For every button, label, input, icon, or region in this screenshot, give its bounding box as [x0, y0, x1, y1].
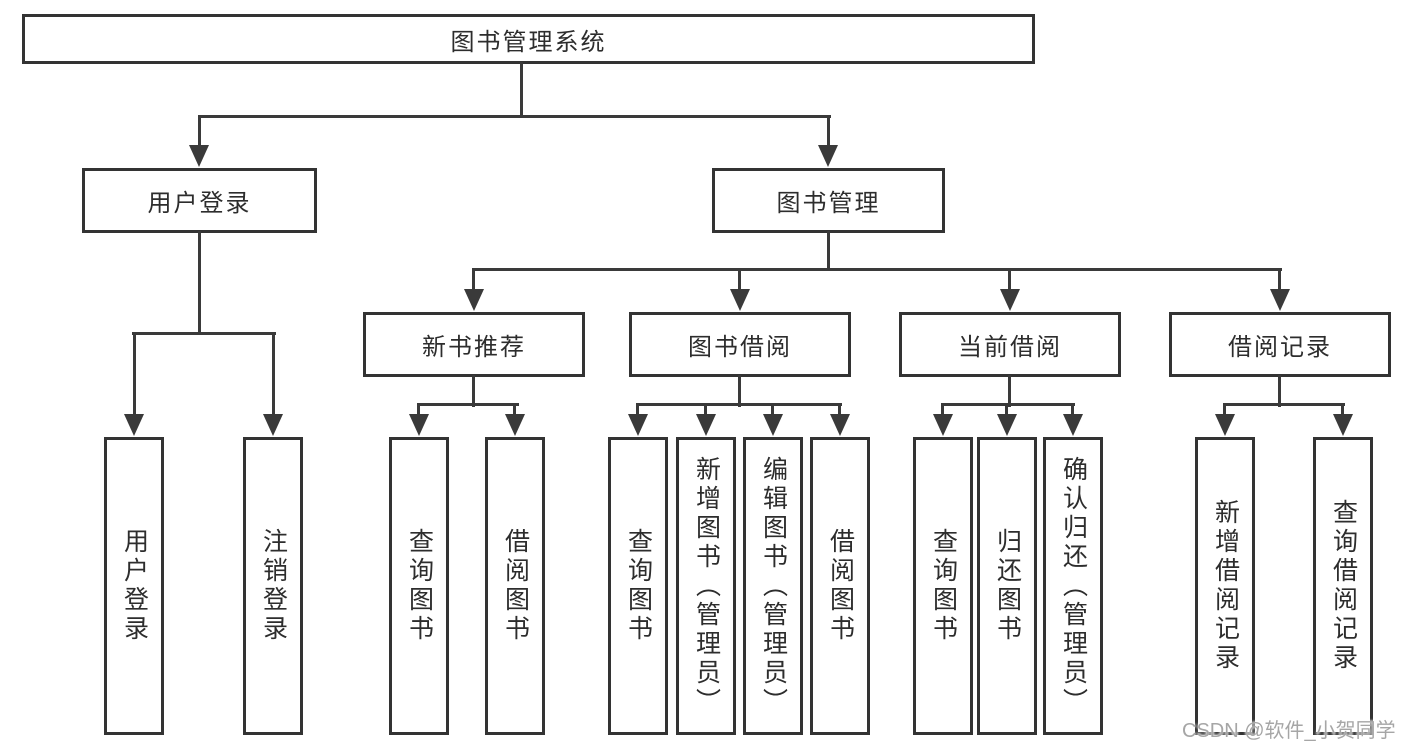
- leaf-label: 查询图书: [929, 528, 958, 644]
- arrow-down-icon: [997, 414, 1017, 436]
- connector-line: [520, 62, 523, 118]
- node-user-login: 用户登录: [82, 168, 317, 233]
- connector-line: [417, 403, 519, 406]
- arrow-down-icon: [189, 145, 209, 167]
- connector-line: [472, 268, 475, 294]
- leaf-edit-books-admin: 编辑图书（管理员）: [743, 437, 803, 735]
- arrow-down-icon: [505, 414, 525, 436]
- leaf-label: 借阅图书: [826, 528, 855, 644]
- node-book-management: 图书管理: [712, 168, 945, 233]
- connector-line: [1008, 268, 1011, 294]
- node-label: 当前借阅: [958, 334, 1062, 361]
- connector-line: [1223, 403, 1345, 406]
- connector-line: [198, 115, 831, 118]
- leaf-query-books-1: 查询图书: [389, 437, 449, 735]
- node-current-borrowing: 当前借阅: [899, 312, 1121, 377]
- connector-line: [1341, 403, 1344, 419]
- node-new-book-recommend: 新书推荐: [363, 312, 585, 377]
- arrow-down-icon: [1215, 414, 1235, 436]
- connector-line: [1278, 375, 1281, 407]
- node-book-borrowing: 图书借阅: [629, 312, 851, 377]
- leaf-confirm-return-admin: 确认归还（管理员）: [1043, 437, 1103, 735]
- leaf-query-borrow-record: 查询借阅记录: [1313, 437, 1373, 735]
- node-borrowing-records: 借阅记录: [1169, 312, 1391, 377]
- connector-line: [738, 268, 741, 294]
- arrow-down-icon: [1270, 289, 1290, 311]
- arrow-down-icon: [933, 414, 953, 436]
- arrow-down-icon: [409, 414, 429, 436]
- connector-line: [472, 268, 1282, 271]
- leaf-borrow-books-1: 借阅图书: [485, 437, 545, 735]
- leaf-borrow-books-2: 借阅图书: [810, 437, 870, 735]
- connector-line: [738, 375, 741, 407]
- leaf-label: 新增借阅记录: [1211, 499, 1240, 673]
- connector-line: [198, 115, 201, 149]
- node-label: 图书借阅: [688, 334, 792, 361]
- leaf-user-login: 用户登录: [104, 437, 164, 735]
- leaf-label: 确认归还（管理员）: [1059, 455, 1088, 717]
- node-label: 新书推荐: [422, 334, 526, 361]
- connector-line: [472, 375, 475, 407]
- arrow-down-icon: [818, 145, 838, 167]
- connector-line: [1005, 403, 1008, 419]
- node-label: 借阅记录: [1228, 334, 1332, 361]
- arrow-down-icon: [1063, 414, 1083, 436]
- connector-line: [1278, 268, 1281, 294]
- connector-line: [771, 403, 774, 419]
- connector-line: [827, 115, 830, 149]
- connector-line: [1223, 403, 1226, 419]
- leaf-return-books: 归还图书: [977, 437, 1037, 735]
- leaf-query-books-3: 查询图书: [913, 437, 973, 735]
- leaf-label: 查询图书: [624, 528, 653, 644]
- connector-line: [1008, 375, 1011, 407]
- arrow-down-icon: [1333, 414, 1353, 436]
- leaf-label: 新增图书（管理员）: [692, 455, 721, 717]
- leaf-label: 借阅图书: [501, 528, 530, 644]
- connector-line: [827, 231, 830, 271]
- node-library-management-system: 图书管理系统: [22, 14, 1035, 64]
- leaf-add-books-admin: 新增图书（管理员）: [676, 437, 736, 735]
- connector-line: [513, 403, 516, 419]
- arrow-down-icon: [628, 414, 648, 436]
- leaf-label: 编辑图书（管理员）: [759, 455, 788, 717]
- arrow-down-icon: [124, 414, 144, 436]
- node-label: 图书管理系统: [450, 28, 607, 56]
- connector-line: [941, 403, 944, 419]
- connector-line: [272, 332, 275, 418]
- leaf-label: 查询借阅记录: [1329, 499, 1358, 673]
- leaf-query-books-2: 查询图书: [608, 437, 668, 735]
- leaf-label: 查询图书: [405, 528, 434, 644]
- leaf-logout: 注销登录: [243, 437, 303, 735]
- node-label: 图书管理: [776, 190, 881, 217]
- connector-line: [417, 403, 420, 419]
- node-label: 用户登录: [147, 190, 252, 217]
- connector-line: [941, 403, 1075, 406]
- leaf-label: 注销登录: [259, 528, 288, 644]
- arrow-down-icon: [1000, 289, 1020, 311]
- arrow-down-icon: [464, 289, 484, 311]
- connector-line: [133, 332, 136, 418]
- arrow-down-icon: [830, 414, 850, 436]
- connector-line: [1071, 403, 1074, 419]
- connector-line: [132, 332, 276, 335]
- connector-line: [636, 403, 842, 406]
- connector-line: [704, 403, 707, 419]
- connector-line: [198, 231, 201, 335]
- leaf-add-borrow-record: 新增借阅记录: [1195, 437, 1255, 735]
- arrow-down-icon: [763, 414, 783, 436]
- arrow-down-icon: [730, 289, 750, 311]
- connector-line: [838, 403, 841, 419]
- connector-line: [636, 403, 639, 419]
- leaf-label: 归还图书: [993, 528, 1022, 644]
- arrow-down-icon: [696, 414, 716, 436]
- arrow-down-icon: [263, 414, 283, 436]
- leaf-label: 用户登录: [120, 528, 149, 644]
- watermark: CSDN @软件_小贺同学: [1182, 720, 1396, 742]
